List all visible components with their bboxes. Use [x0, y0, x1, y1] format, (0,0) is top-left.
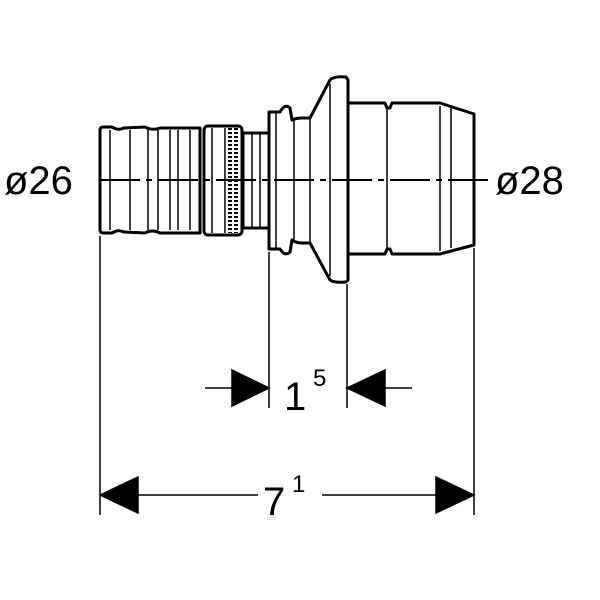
inner-dimension	[205, 368, 412, 408]
arrow-right-icon	[435, 475, 476, 515]
right-diameter-label: ø28	[495, 159, 564, 203]
pipe-body	[346, 101, 476, 256]
inner-dimension-value: 1	[284, 375, 306, 419]
arrow-right-icon	[231, 368, 271, 408]
overall-dimension-value: 7	[263, 480, 285, 524]
left-diameter-label: ø26	[4, 159, 73, 203]
arrow-left-icon	[345, 368, 386, 408]
overall-dimension	[98, 475, 476, 515]
overall-dimension-superscript: 1	[292, 471, 305, 498]
inner-dimension-superscript: 5	[313, 365, 326, 392]
arrow-left-icon	[98, 475, 139, 515]
extension-lines	[99, 236, 475, 515]
